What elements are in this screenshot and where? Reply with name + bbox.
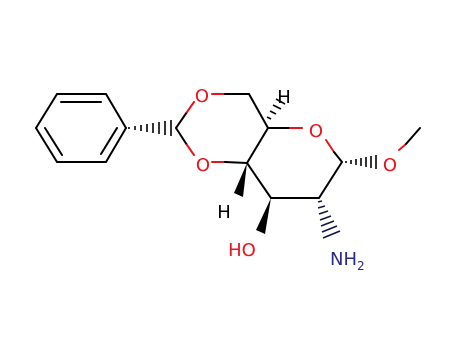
hydroxyl-label: HO bbox=[228, 240, 256, 261]
methoxy-oxygen: O bbox=[383, 155, 397, 176]
hashed-wedge-bond bbox=[128, 120, 172, 136]
dioxane-oxygen-upper: O bbox=[195, 86, 209, 107]
methyl-bond bbox=[398, 127, 421, 151]
hashed-wedge-methoxy bbox=[345, 155, 377, 169]
hashed-wedge-h-upper bbox=[266, 98, 286, 120]
solid-wedge-hydroxyl bbox=[256, 198, 271, 234]
hydrogen-upper: H bbox=[277, 87, 291, 108]
benzene-ring bbox=[35, 93, 127, 163]
amino-label: NH2 bbox=[330, 249, 365, 273]
dioxane-ring-bonds bbox=[175, 93, 269, 164]
hashed-wedge-amino bbox=[317, 200, 341, 239]
pyranose-ring-bonds bbox=[246, 127, 343, 199]
dioxane-oxygen-lower: O bbox=[196, 155, 210, 176]
hydrogen-lower: H bbox=[217, 202, 231, 223]
pyranose-ring-oxygen: O bbox=[309, 121, 323, 142]
solid-wedge-h-lower bbox=[234, 163, 247, 197]
